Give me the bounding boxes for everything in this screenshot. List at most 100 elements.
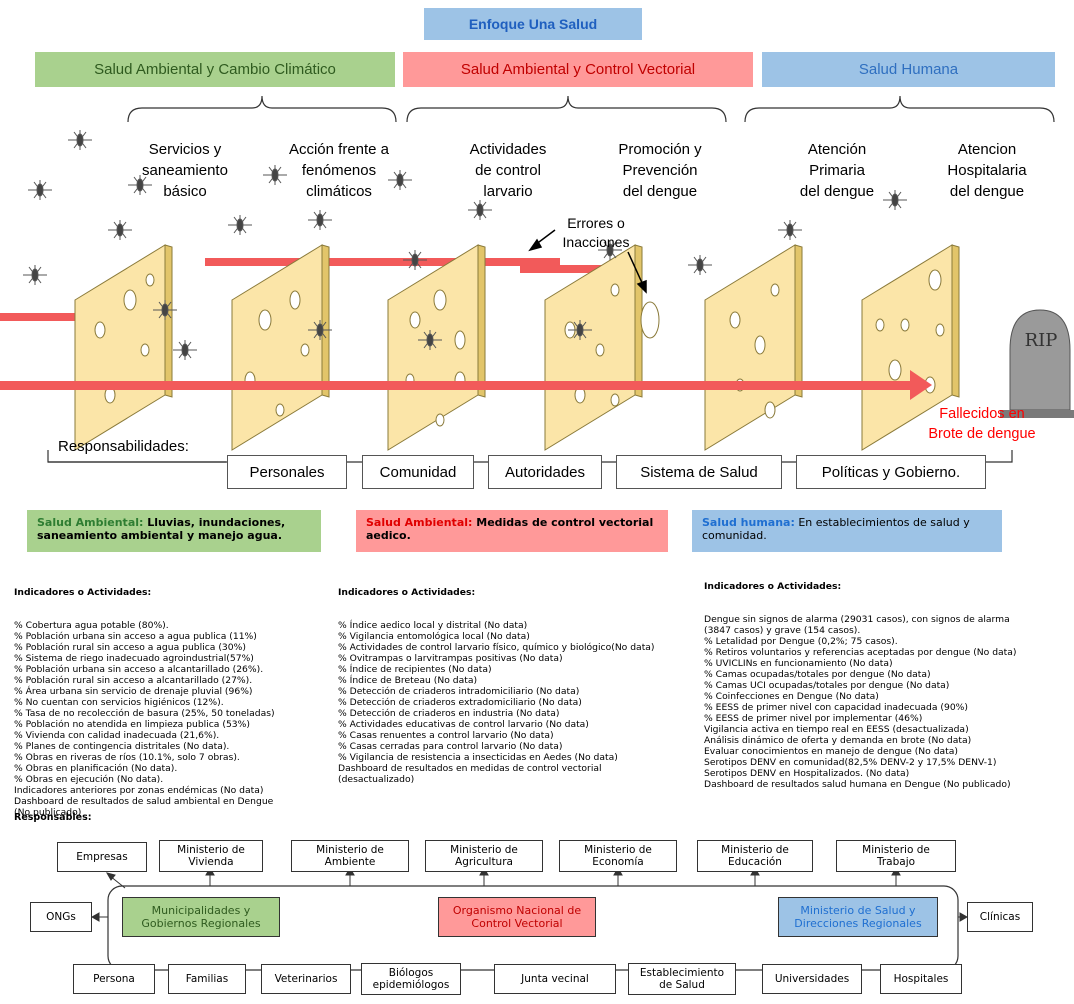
vector-arrow-head: [910, 370, 932, 400]
cheese-holes: [94, 269, 945, 427]
indicators-title: Indicadores o Actividades:: [704, 581, 842, 592]
indicator-list: % Cobertura agua potable (80%).% Poblaci…: [14, 620, 275, 818]
org-veterinarios: Veterinarios: [261, 964, 351, 994]
indicator-item: (desactualizado): [338, 774, 415, 785]
indicators-human: Indicadores o Actividades: Dengue sin si…: [704, 559, 1016, 801]
org-clinicas: Clínicas: [967, 902, 1033, 932]
indicator-item: % Obras en riveras de ríos (10.1%, solo …: [14, 752, 240, 763]
panel-head-prefix: Salud Ambiental:: [37, 516, 144, 529]
org-hospitales: Hospitales: [880, 964, 962, 994]
indicator-item: % Letalidad por Dengue (0,2%; 75 casos).: [704, 636, 898, 647]
responsibility-sistema-salud: Sistema de Salud: [616, 455, 782, 489]
indicator-item: Serotipos DENV en Hospitalizados. (No da…: [704, 768, 910, 779]
bracket-human-health: [744, 95, 1055, 123]
indicator-item: Evaluar conocimientos en manejo de dengu…: [704, 746, 958, 757]
indicator-item: % Población rural sin acceso a agua publ…: [14, 642, 246, 653]
indicator-item: % Detección de criaderos intradomiciliar…: [338, 686, 580, 697]
indicators-title: Indicadores o Actividades:: [338, 587, 476, 598]
indicator-item: (3847 casos) y grave (154 casos).: [704, 625, 861, 636]
indicator-item: Dashboard de resultados salud humana en …: [704, 779, 1011, 790]
indicator-item: % Casas cerradas para control larvario (…: [338, 741, 563, 752]
indicators-title: Indicadores o Actividades:: [14, 587, 152, 598]
cheese-slices: [74, 244, 953, 451]
indicator-item: % Índice de recipientes (No data): [338, 664, 492, 675]
bracket-group: [127, 95, 1055, 123]
indicator-item: Vigilancia activa en tiempo real en EESS…: [704, 724, 969, 735]
indicator-item: % Ovitrampas o larvitrampas positivas (N…: [338, 653, 563, 664]
mosquito-icons: [23, 130, 907, 360]
indicator-item: % Planes de contingencia distritales (No…: [14, 741, 230, 752]
category-environment-vector: Salud Ambiental y Control Vectorial: [403, 52, 753, 87]
indicator-item: % Población rural sin acceso a alcantari…: [14, 675, 253, 686]
org-universidades: Universidades: [762, 964, 862, 994]
vector-arrow-mid2: [520, 265, 630, 273]
panel-head-vector: Salud Ambiental: Medidas de control vect…: [356, 510, 668, 552]
vector-arrow-mid: [205, 258, 560, 266]
indicator-item: % Índice de Breteau (No data): [338, 675, 478, 686]
panel-head-human: Salud humana: En establecimientos de sal…: [692, 510, 1002, 552]
indicator-item: Dengue sin signos de alarma (29031 casos…: [704, 614, 1010, 625]
org-familias: Familias: [168, 964, 246, 994]
responsibility-politicas-gobierno: Políticas y Gobierno.: [796, 455, 986, 489]
bracket-environment-vector: [406, 95, 727, 123]
panel-head-prefix: Salud humana:: [702, 516, 795, 529]
indicator-item: % Detección de criaderos extradomiciliar…: [338, 697, 582, 708]
indicator-item: % Obras en ejecución (No data).: [14, 774, 164, 785]
org-persona: Persona: [73, 964, 155, 994]
responsables-label: Responsables:: [14, 812, 92, 823]
indicators-vector: Indicadores o Actividades: % Índice aedi…: [338, 565, 655, 796]
indicator-item: % Actividades de control larvario físico…: [338, 642, 655, 653]
cheese-slice-3: [387, 244, 479, 451]
vector-arrow-main: [0, 381, 915, 390]
indicator-item: % Área urbana sin servicio de drenaje pl…: [14, 686, 253, 697]
indicator-item: % Población urbana sin acceso a alcantar…: [14, 664, 264, 675]
indicator-item: Análisis dinámico de oferta y demanda en…: [704, 735, 972, 746]
indicator-list: Dengue sin signos de alarma (29031 casos…: [704, 614, 1016, 790]
indicator-item: Dashboard de resultados de salud ambient…: [14, 796, 274, 807]
cheese-slice-5: [704, 244, 796, 451]
indicator-item: % Población urbana sin acceso a agua pub…: [14, 631, 257, 642]
indicator-item: % Camas UCI ocupadas/totales por dengue …: [704, 680, 950, 691]
org-junta-vecinal: Junta vecinal: [494, 964, 616, 994]
tombstone-label: RIP: [1024, 330, 1058, 351]
responsibility-personales: Personales: [227, 455, 347, 489]
indicator-item: (No publicado): [14, 807, 82, 818]
panel-head-prefix: Salud Ambiental:: [366, 516, 473, 529]
cheese-slice-4: [544, 244, 636, 451]
indicators-environment: Indicadores o Actividades: % Cobertura a…: [14, 565, 275, 829]
indicator-item: % Sistema de riego inadecuado agroindust…: [14, 653, 254, 664]
indicator-item: % Índice aedico local y distrital (No da…: [338, 620, 528, 631]
responsibility-comunidad: Comunidad: [362, 455, 474, 489]
category-human-health: Salud Humana: [762, 52, 1055, 87]
swiss-cheese-diagram: [0, 95, 1074, 463]
panel-head-environment: Salud Ambiental: Lluvias, inundaciones, …: [27, 510, 321, 552]
indicator-item: % Detección de criaderos en industria (N…: [338, 708, 560, 719]
indicator-item: % No cuentan con servicios higiénicos (1…: [14, 697, 224, 708]
tombstone-icon: [1000, 309, 1074, 418]
indicator-item: % EESS de primer nivel con capacidad ina…: [704, 702, 968, 713]
indicator-item: % Coinfecciones en Dengue (No data): [704, 691, 879, 702]
vector-arrow-upper: [0, 313, 85, 321]
indicator-item: % Vigilancia de resistencia a insecticid…: [338, 752, 618, 763]
indicator-item: Serotipos DENV en comunidad(82,5% DENV-2…: [704, 757, 997, 768]
indicator-item: % Cobertura agua potable (80%).: [14, 620, 169, 631]
indicator-item: % Retiros voluntarios y referencias acep…: [704, 647, 1017, 658]
indicator-item: Dashboard de resultados en medidas de co…: [338, 763, 602, 774]
indicator-list: % Índice aedico local y distrital (No da…: [338, 620, 655, 785]
